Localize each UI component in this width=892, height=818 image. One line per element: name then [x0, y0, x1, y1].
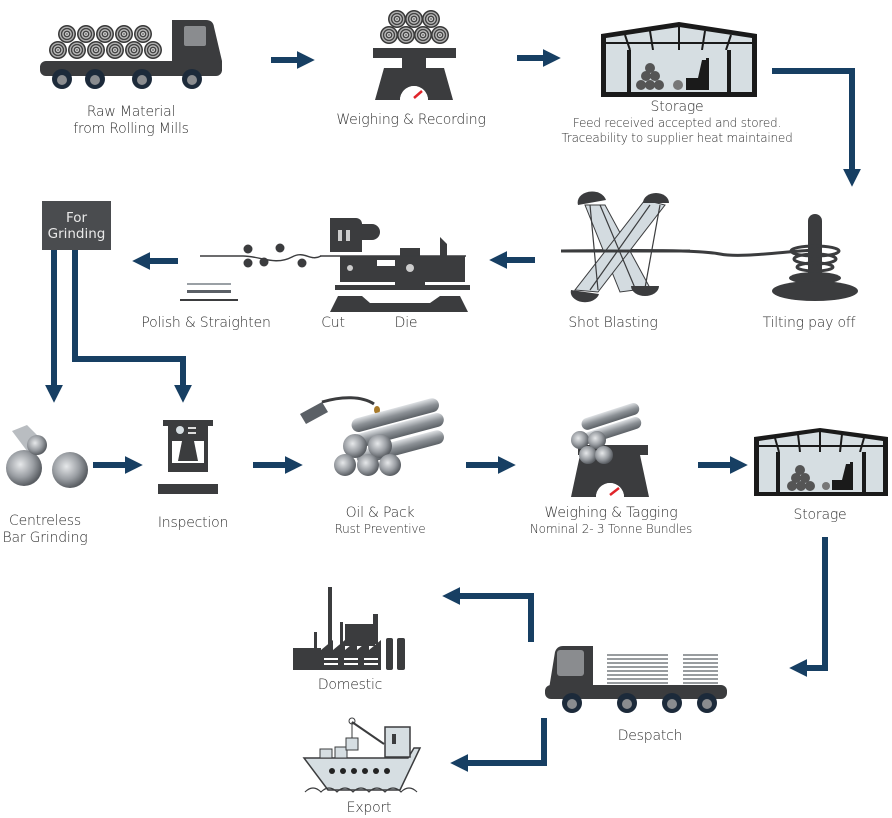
centreless-line1: Centreless [9, 513, 81, 529]
step-label-weighing-tagging: Weighing & Tagging Nominal 2- 3 Tonne Bu… [530, 505, 692, 537]
factory-icon [293, 587, 405, 670]
step-label-storage-1: Storage Feed received accepted and store… [561, 99, 792, 146]
for-grinding-line2: Grinding [47, 225, 106, 242]
arrow-despatch-to-export [450, 718, 547, 772]
warehouse-forklift-icon [601, 22, 757, 97]
inspection-machine-icon [158, 420, 218, 494]
raw-material-label-line2: from Rolling Mills [73, 121, 189, 137]
raw-material-label-line1: Raw Material [86, 104, 176, 120]
storage-1-desc-line1: Feed received accepted and stored. [572, 116, 782, 130]
step-label-shot-blasting: Shot Blasting [568, 315, 658, 331]
step-label-polish-straighten: Polish & Straighten [141, 315, 271, 331]
cargo-ship-icon [302, 717, 422, 793]
oil-pack-title: Oil & Pack [345, 505, 415, 521]
flatbed-truck-with-coils-icon [40, 20, 222, 89]
step-label-weighing-recording: Weighing & Recording [336, 112, 486, 128]
shot-blast-icon [561, 191, 690, 303]
step-label-storage-2: Storage [793, 507, 847, 523]
flatbed-truck-with-bars-icon [545, 646, 727, 713]
weighing-tagging-subtitle: Nominal 2- 3 Tonne Bundles [529, 522, 693, 536]
step-label-raw-material: Raw Material from Rolling Mills [73, 104, 189, 138]
warehouse-forklift-icon [754, 428, 888, 496]
arrow-storage2-to-despatch [789, 537, 828, 677]
step-label-oil-pack: Oil & Pack Rust Preventive [335, 505, 426, 537]
arrow-grinding-to-inspection [72, 250, 192, 403]
grinding-wheels-icon [6, 425, 88, 488]
centreless-line2: Bar Grinding [2, 530, 88, 546]
coil-payoff-icon [561, 214, 858, 301]
arrow-storage-to-payoff [772, 68, 861, 187]
oil-nozzle-bundle-icon [300, 396, 444, 476]
step-label-centreless-grinding: Centreless Bar Grinding [3, 513, 88, 547]
scale-with-coils-icon [373, 10, 456, 100]
step-label-die: Die [394, 315, 418, 331]
storage-1-desc-line2: Traceability to supplier heat maintained [561, 131, 793, 145]
for-grinding-box: For Grinding [42, 201, 111, 250]
step-label-inspection: Inspection [157, 515, 229, 531]
flow-arrows [45, 49, 861, 772]
storage-1-title: Storage [650, 99, 704, 115]
straightening-rollers-icon [180, 243, 322, 301]
step-label-tilting-payoff: Tilting pay off [762, 315, 856, 331]
scale-with-bars-icon [571, 403, 649, 497]
step-label-despatch: Despatch [617, 728, 683, 744]
step-label-export: Export [346, 800, 392, 816]
for-grinding-line1: For [65, 209, 88, 226]
oil-pack-subtitle: Rust Preventive [334, 522, 426, 536]
weighing-tagging-title: Weighing & Tagging [544, 505, 678, 521]
arrow-despatch-to-domestic [442, 587, 534, 642]
drawing-machine-icon [320, 218, 470, 312]
step-label-cut: Cut [321, 315, 345, 331]
step-label-domestic: Domestic [317, 677, 383, 693]
